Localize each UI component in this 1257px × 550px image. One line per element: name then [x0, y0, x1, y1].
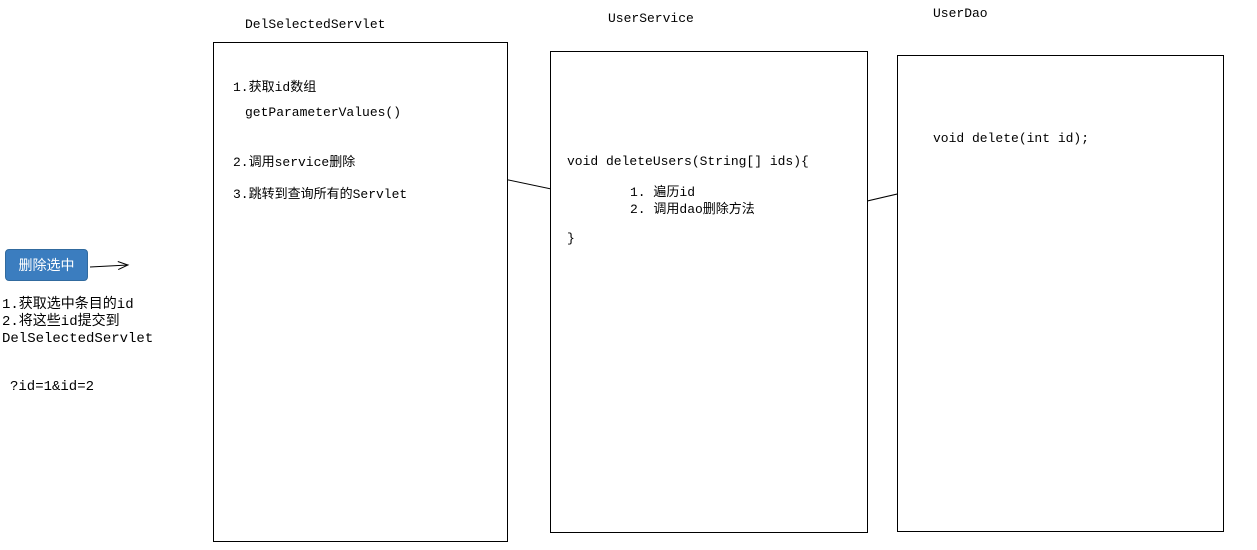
servlet-box: [213, 42, 508, 542]
service-method-signature: void deleteUsers(String[] ids){: [567, 154, 809, 169]
query-string-label: ?id=1&id=2: [10, 379, 95, 395]
servlet-step2-label: 2.调用service删除: [233, 155, 356, 170]
service-step1-label: 1. 遍历id: [630, 185, 696, 200]
note-line-2: 2.将这些id提交到: [2, 314, 120, 330]
dao-box: [897, 55, 1224, 532]
servlet-box-title: DelSelectedServlet: [245, 17, 386, 32]
delete-selected-button[interactable]: 删除选中: [5, 249, 88, 281]
dao-box-title: UserDao: [933, 6, 988, 21]
servlet-step1-label: 1.获取id数组: [233, 80, 317, 95]
arrow-button-to-servlet: [89, 261, 130, 270]
note-line-3: DelSelectedServlet: [2, 331, 154, 347]
note-line-1: 1.获取选中条目的id: [2, 297, 134, 313]
dao-method-signature: void delete(int id);: [933, 131, 1090, 146]
servlet-step3-label: 3.跳转到查询所有的Servlet: [233, 187, 408, 202]
service-box-title: UserService: [608, 11, 694, 26]
service-step2-label: 2. 调用dao删除方法: [630, 202, 755, 217]
servlet-step1-code: getParameterValues(): [245, 105, 402, 120]
service-box: [550, 51, 868, 533]
service-closing-brace: }: [567, 231, 575, 246]
